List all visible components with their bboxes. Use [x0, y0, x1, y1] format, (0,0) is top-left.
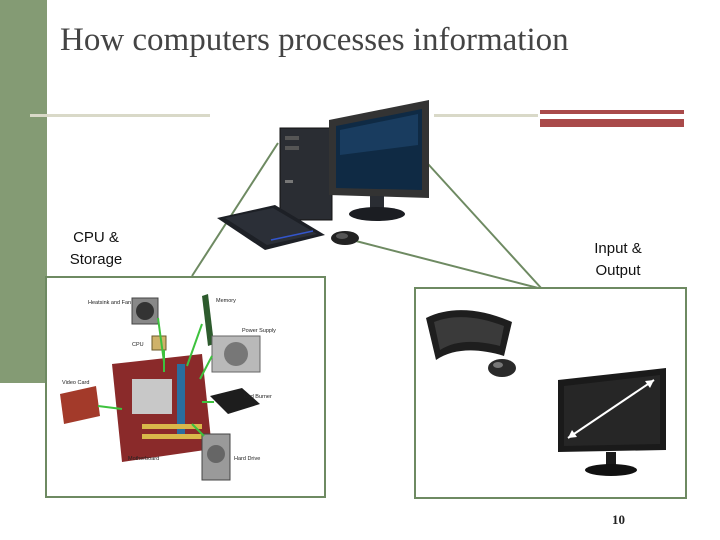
monitor-base [585, 464, 637, 476]
monitor-stand [349, 207, 405, 221]
connector-line-left [191, 142, 279, 277]
part-label-power-supply: Power Supply [242, 328, 276, 334]
title-rule-mid [434, 114, 538, 117]
memory-shape [202, 294, 214, 346]
part-label-dvd-burner: Dvd Burner [244, 394, 272, 400]
computer-parts-image: Heatsink and Fan Memory CPU Power Supply… [60, 294, 276, 481]
wireless-keyboard-image [426, 310, 516, 377]
desktop-computer-image [217, 100, 429, 250]
title-rule-red-thin [540, 110, 684, 114]
label-input-output: Input & Output [578, 238, 658, 282]
left-accent-bar [0, 0, 47, 383]
title-rule-left [30, 114, 210, 117]
wireless-mouse [488, 359, 516, 377]
part-label-hard-drive: Hard Drive [234, 456, 260, 462]
part-label-motherboard: Motherboard [128, 456, 159, 462]
part-label-heatsink: Heatsink and Fan [88, 300, 131, 306]
connector-line-right [417, 152, 543, 290]
parts-arrows [97, 317, 214, 437]
tower-case [279, 127, 333, 221]
label-cpu-storage: CPU & Storage [58, 227, 134, 271]
widescreen-monitor-image [558, 368, 666, 476]
part-label-video-card: Video Card [62, 380, 89, 386]
part-label-cpu: CPU [132, 342, 144, 348]
connector-line-mouse [351, 239, 543, 290]
video-card-shape [60, 386, 100, 424]
cpu-shape [151, 335, 167, 351]
screen-size-arrow [567, 379, 655, 439]
page-number: 10 [612, 512, 625, 527]
title-rule-red-thick [540, 119, 684, 127]
slide-title: How computers processes information [60, 22, 569, 58]
part-label-memory: Memory [216, 298, 236, 304]
dvd-burner-shape [210, 388, 260, 414]
